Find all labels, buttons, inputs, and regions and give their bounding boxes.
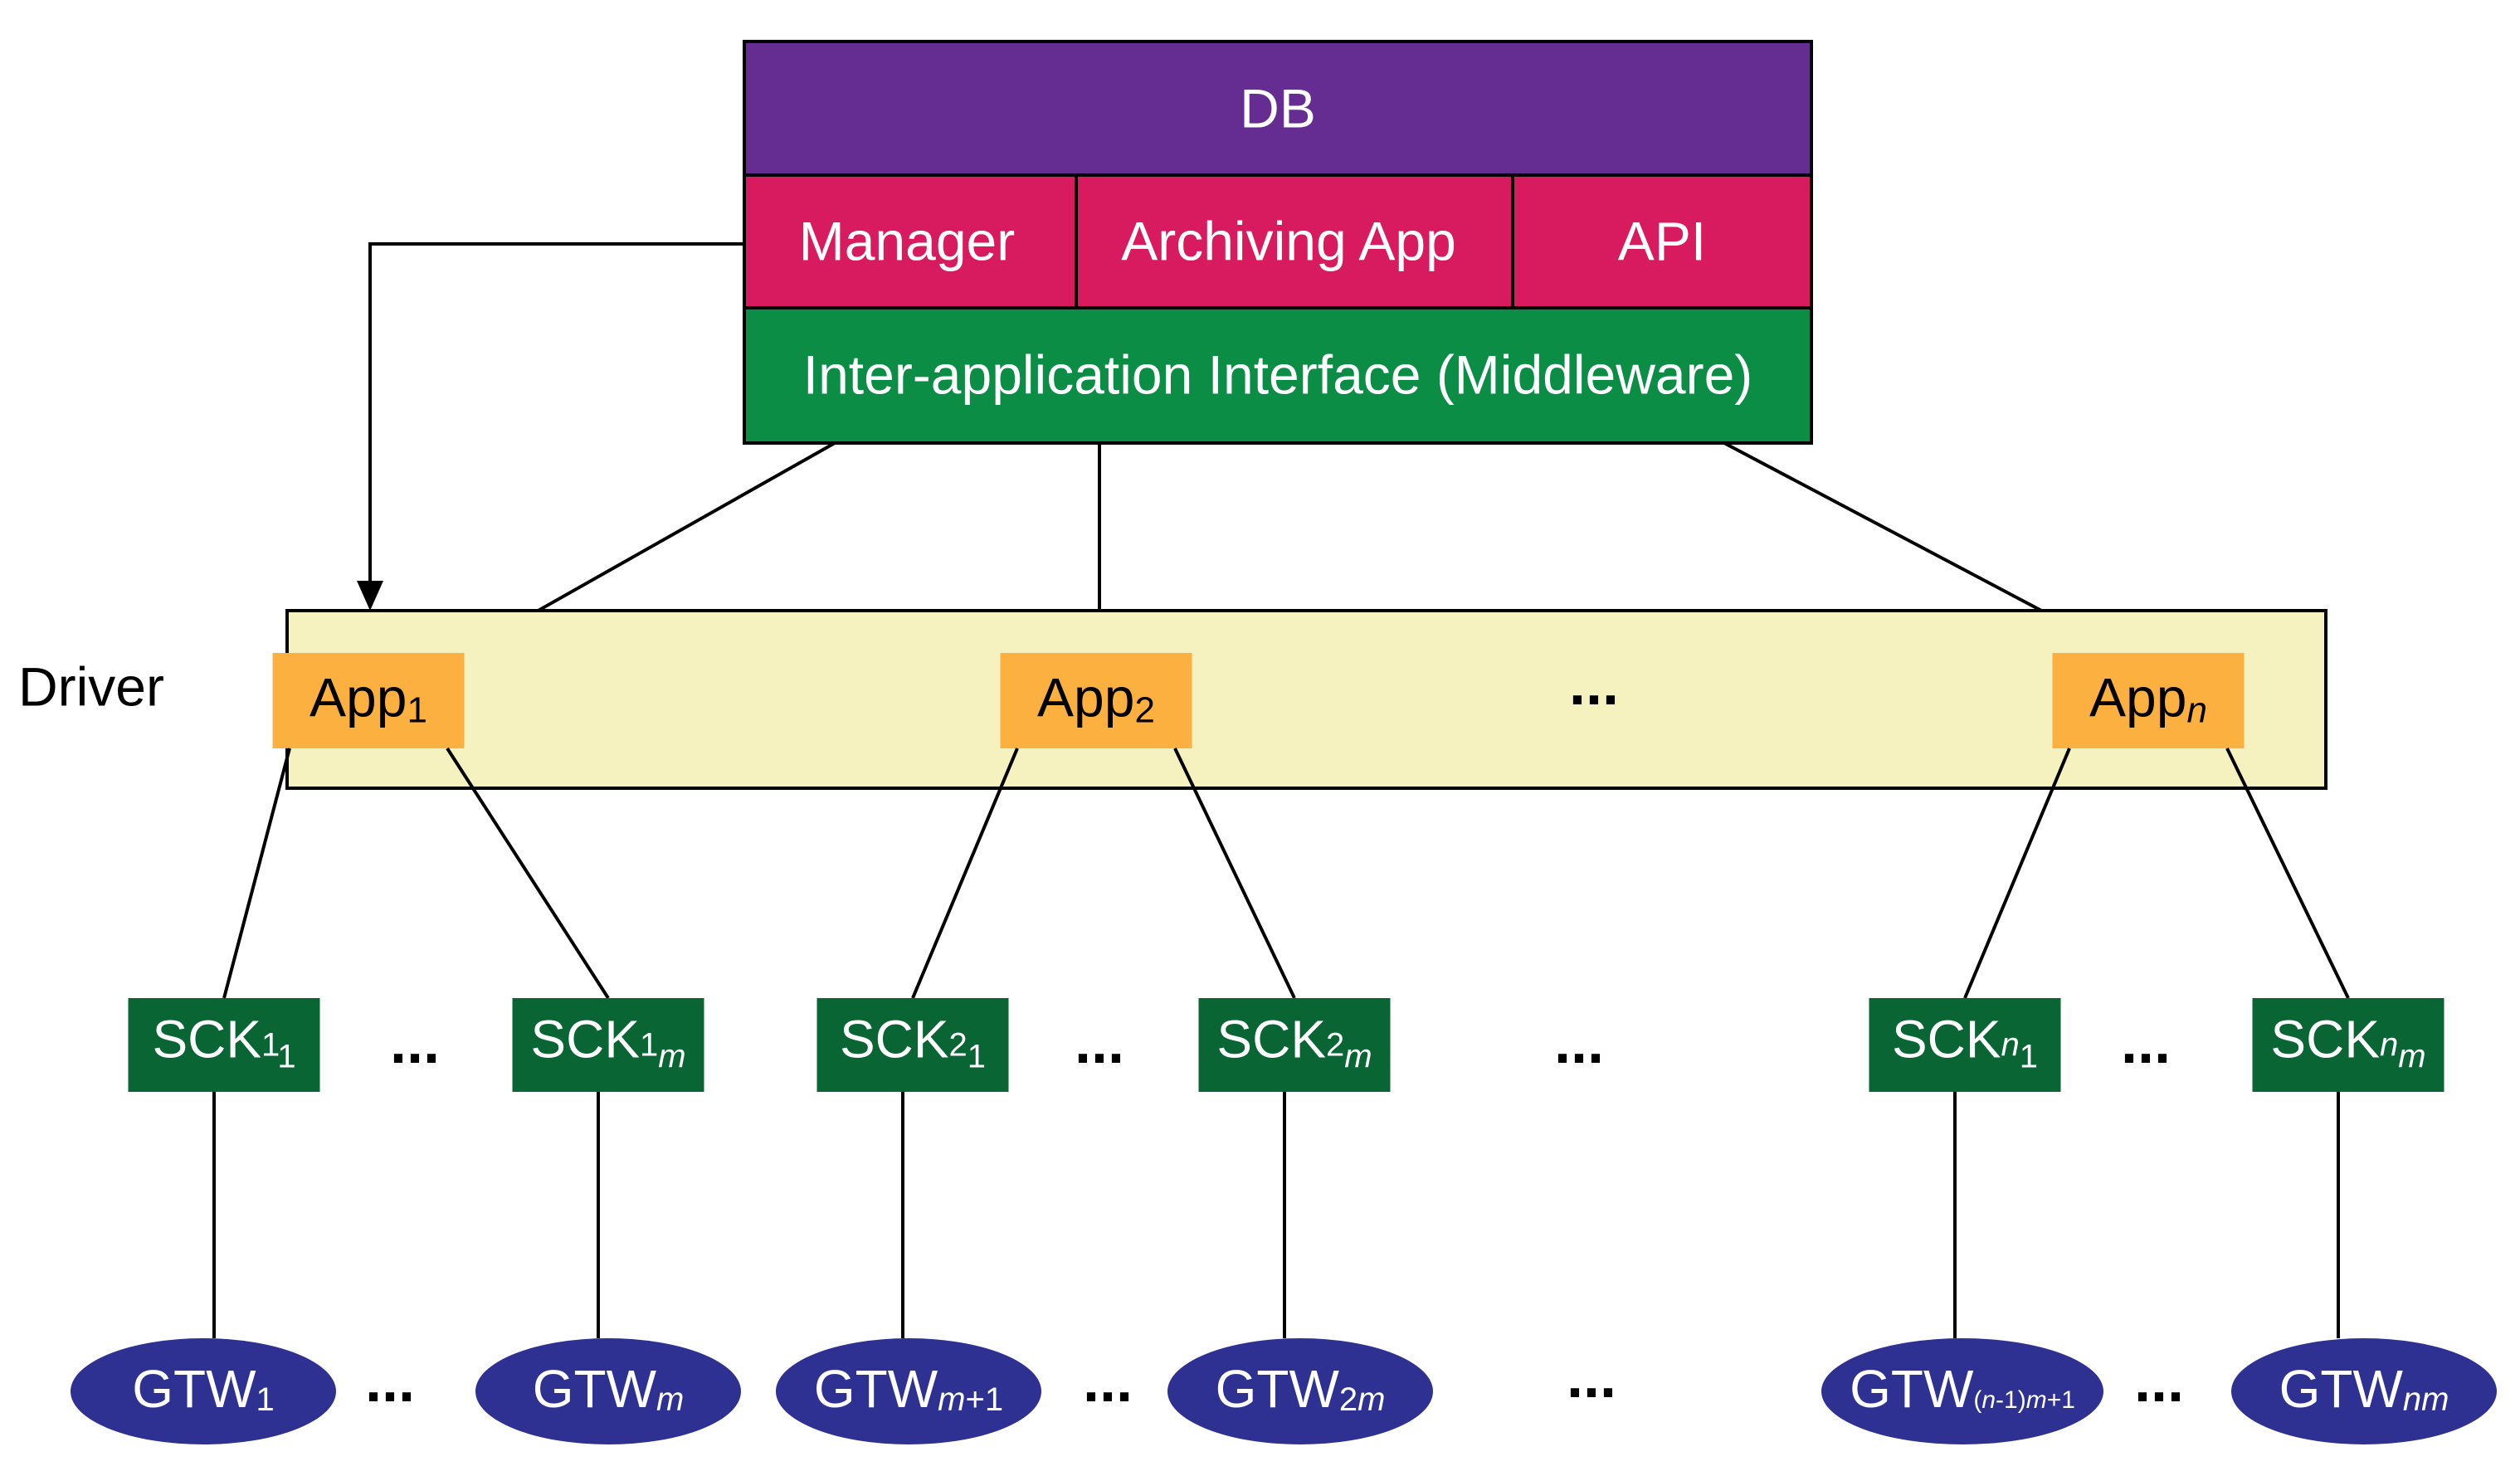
gtw-label-4: GTW2m: [1216, 1359, 1386, 1419]
ellipsis-6: ...: [1083, 1348, 1133, 1415]
connector-app-sck-5: [1963, 748, 2071, 999]
driver-band: [285, 609, 2327, 790]
sck-label-2: SCK1m: [530, 1009, 685, 1074]
connector-app-sck-1: [222, 748, 291, 999]
api-block: [1511, 173, 1813, 309]
ellipsis-8: ...: [2134, 1348, 2184, 1415]
gtw-label-3: GTWm+1: [814, 1359, 1003, 1419]
sck-box-5: [1869, 998, 2061, 1092]
app-label-1: App1: [310, 667, 427, 730]
connector-app-sck-4: [1173, 748, 1296, 999]
gtw-node-1: [71, 1338, 336, 1444]
manager-to-driver-arrow: [368, 242, 744, 581]
sck-label-4: SCK2m: [1216, 1009, 1372, 1074]
db-block: [743, 40, 1813, 177]
sck-box-4: [1198, 998, 1391, 1092]
sck-label-1: SCK11: [152, 1009, 295, 1074]
arrowhead-icon: [357, 581, 383, 611]
connector-app-sck-3: [911, 748, 1019, 999]
archiving-app-block: [1075, 173, 1514, 309]
sck-box-1: [128, 998, 320, 1092]
middleware-label: Inter-application Interface (Middleware): [803, 343, 1753, 405]
gtw-node-5: [1821, 1338, 2103, 1444]
app-label-2: App2: [1037, 667, 1155, 730]
sck-label-6: SCKnm: [2270, 1009, 2425, 1074]
ellipsis-1: ...: [390, 1010, 440, 1076]
manager-label: Manager: [799, 210, 1016, 271]
gtw-node-2: [475, 1338, 741, 1444]
ellipsis-2: ...: [1075, 1010, 1124, 1076]
gtw-node-6: [2231, 1338, 2497, 1444]
driver-ellipsis: ...: [1569, 651, 1619, 718]
app-label-3: Appn: [2089, 667, 2207, 730]
gtw-label-6: GTWnm: [2279, 1359, 2449, 1419]
middleware-block: [743, 306, 1813, 445]
ellipsis-7: ...: [1567, 1344, 1616, 1410]
connector-app-sck-2: [446, 747, 610, 1000]
db-label: DB: [1240, 77, 1316, 139]
connector-app-sck-6: [2225, 748, 2350, 999]
sck-label-3: SCK21: [840, 1009, 986, 1074]
ellipsis-4: ...: [2121, 1010, 2171, 1076]
app-box-3: [2052, 653, 2245, 748]
ellipsis-3: ...: [1554, 1010, 1604, 1076]
sck-label-5: SCKn1: [1892, 1009, 2038, 1074]
ellipsis-5: ...: [365, 1348, 415, 1415]
gtw-label-5: GTW(n-1)m+1: [1850, 1359, 2075, 1419]
gtw-label-2: GTWm: [533, 1359, 685, 1419]
app-box-2: [1000, 653, 1192, 748]
driver-label: Driver: [18, 655, 164, 717]
sck-box-6: [2252, 998, 2444, 1092]
api-label: API: [1618, 210, 1706, 271]
archiving-app-label: Archiving App: [1121, 210, 1456, 271]
app-box-1: [272, 653, 465, 748]
gtw-node-3: [776, 1338, 1041, 1444]
gtw-label-1: GTW1: [132, 1359, 275, 1419]
manager-block: [743, 173, 1078, 309]
sck-box-2: [512, 998, 704, 1092]
gtw-node-4: [1167, 1338, 1433, 1444]
sck-box-3: [816, 998, 1009, 1092]
